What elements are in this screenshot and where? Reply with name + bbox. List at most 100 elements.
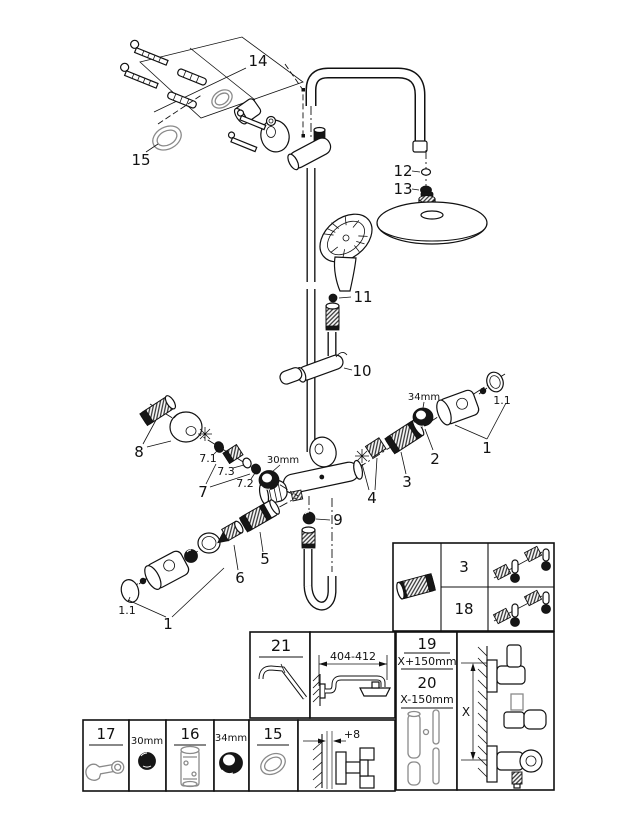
panel-15 — [248, 719, 299, 792]
grease-row-icons — [492, 545, 551, 583]
panel-arm-dimension — [309, 631, 396, 719]
callout-7-3: 7.3 — [217, 465, 235, 478]
mount-kit-group — [120, 36, 304, 153]
hose-group — [301, 496, 337, 611]
callout-2: 2 — [430, 450, 440, 468]
ring-1-1-icon — [486, 371, 504, 393]
nut-30mm-icon — [258, 470, 280, 490]
panel-wall-height — [456, 631, 555, 791]
slide-holder-group — [279, 352, 353, 385]
union-body-icon — [144, 550, 190, 590]
check-valve-icon — [217, 520, 244, 544]
panel-17-label: 17 — [96, 725, 115, 743]
bracket-side-icon — [335, 747, 375, 789]
callout-12: 12 — [393, 162, 412, 180]
hand-shower-side-icon — [359, 687, 391, 697]
right-parts-chain — [355, 371, 507, 491]
callout-7-1: 7.1 — [199, 452, 217, 465]
nut-30mm-tool-icon — [138, 752, 156, 770]
callout-3: 3 — [402, 473, 412, 491]
ball-icon — [184, 549, 198, 563]
callout-10: 10 — [352, 362, 371, 380]
callout-1-1-bottom: 1.1 — [118, 604, 136, 617]
coupler-part-icon — [396, 573, 436, 600]
left-parts-chain — [139, 395, 299, 497]
grease-point-star — [198, 427, 212, 441]
wall-anchor-icon — [177, 68, 207, 86]
cell-30mm-label: 30mm — [131, 736, 163, 747]
grease-tube-icon — [542, 548, 550, 562]
union-body-icon — [436, 389, 480, 426]
grease-tube-icon — [511, 559, 519, 574]
cartridge-3-icon — [384, 419, 425, 455]
panel-20-value: X-150mm — [400, 693, 453, 706]
short-screw-icon — [236, 109, 267, 131]
grease-row-3-label: 3 — [459, 558, 469, 576]
callout-13: 13 — [393, 180, 412, 198]
grease-row-18-label: 18 — [454, 600, 473, 618]
sleeve-icon — [180, 745, 200, 788]
panel-15-label: 15 — [263, 725, 282, 743]
escutcheon-icon — [169, 411, 203, 443]
label-34mm: 34mm — [408, 392, 440, 403]
panel-protrusion — [297, 719, 396, 792]
bolt-icon — [265, 115, 277, 127]
callout-1-bottom: 1 — [163, 615, 173, 633]
callout-8: 8 — [134, 443, 144, 461]
callout-1-right: 1 — [482, 439, 492, 457]
small-cartridge-icon — [364, 437, 387, 459]
wall-anchor-icon — [167, 91, 197, 109]
clip-ring-icon — [211, 89, 233, 109]
grease-table — [392, 542, 555, 632]
washer-icon — [420, 168, 432, 176]
callout-7: 7 — [198, 483, 208, 501]
short-screw-icon — [227, 131, 258, 153]
cap-nut-icon — [222, 443, 244, 465]
panel-arm-dim-label: 404-412 — [330, 650, 376, 663]
nut-icon — [197, 532, 221, 554]
shower-arm-pipe — [305, 67, 428, 205]
cell-34mm — [213, 719, 250, 792]
callout-7-2: 7.2 — [236, 477, 254, 490]
cartridge-5-icon — [238, 499, 280, 533]
seal-ring-icon — [260, 752, 286, 776]
nut-34mm-tool-icon — [219, 752, 243, 775]
nut-34mm-icon — [412, 407, 434, 427]
label-30mm: 30mm — [267, 455, 299, 466]
callout-1-1-right: 1.1 — [493, 394, 511, 407]
bottom-parts-chain — [120, 497, 297, 618]
callout-6: 6 — [235, 569, 245, 587]
seal-11-icon — [328, 293, 338, 303]
callout-4: 4 — [367, 489, 377, 507]
callout-14: 14 — [248, 52, 267, 70]
callout-11: 11 — [353, 288, 372, 306]
wall-column-side-view — [486, 644, 547, 789]
grease-tube-icon — [511, 603, 519, 618]
head-shower-group — [376, 168, 488, 245]
grease-point-star — [355, 449, 369, 463]
panel-x-label: X — [462, 705, 470, 719]
callout-9: 9 — [333, 511, 343, 529]
callout-15: 15 — [131, 151, 150, 169]
oring-7-1-icon — [213, 441, 225, 453]
panel-20-label: 20 — [417, 674, 436, 692]
pipe-icon — [407, 709, 440, 786]
panel-21-label: 21 — [271, 636, 291, 655]
panel-19-value: X+150mm — [397, 655, 456, 668]
hand-shower-group — [319, 213, 373, 356]
screw-icon — [120, 62, 159, 89]
cell-34mm-label: 34mm — [215, 733, 247, 744]
wrench-icon — [85, 760, 125, 781]
head-shower-face — [376, 201, 488, 245]
piece-7-2-icon — [251, 463, 261, 475]
panel-16 — [165, 719, 215, 792]
panel-protrusion-label: +8 — [344, 728, 360, 741]
grease-row-icons — [492, 589, 551, 627]
panel-16-label: 16 — [180, 725, 199, 743]
panel-19-label: 19 — [417, 635, 436, 653]
panel-19-20 — [395, 631, 458, 791]
callout-5: 5 — [260, 550, 270, 568]
oring-7-3-icon — [242, 457, 252, 469]
cell-30mm — [128, 719, 167, 792]
